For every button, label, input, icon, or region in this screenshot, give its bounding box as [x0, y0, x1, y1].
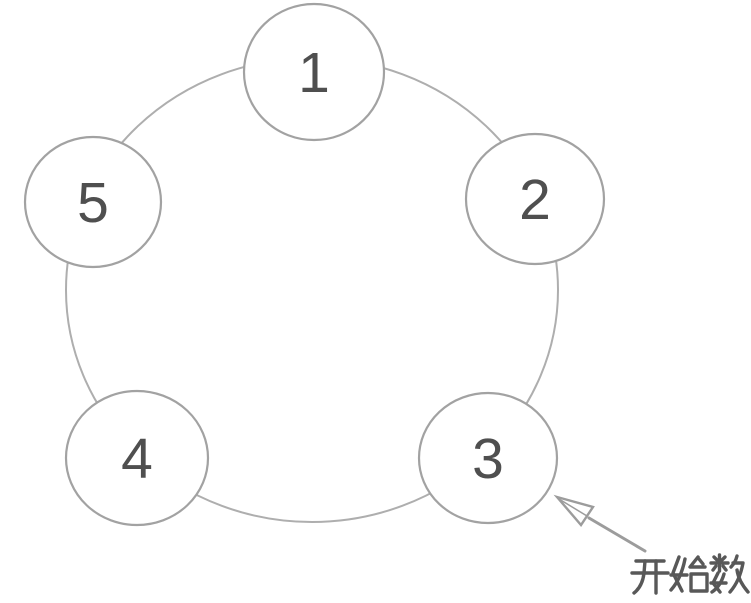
node-3: 3: [417, 391, 559, 525]
glyph-shu: [709, 553, 750, 594]
node-4-circle: [64, 389, 210, 527]
node-1-label: 1: [298, 41, 330, 105]
node-4: 4: [64, 389, 210, 527]
node-2-circle: [464, 132, 606, 266]
node-3-circle: [417, 391, 559, 525]
node-5: 5: [23, 135, 163, 269]
start-label-glyphs: [630, 553, 750, 595]
node-5-circle: [23, 135, 163, 269]
glyph-shi: [669, 555, 709, 593]
node-5-label: 5: [77, 171, 109, 235]
arrow-shaft: [587, 516, 647, 553]
start-pointer-arrow: [553, 494, 647, 553]
node-1: 1: [242, 2, 386, 142]
node-3-label: 3: [472, 427, 504, 491]
node-2: 2: [464, 132, 606, 266]
arrow-head-midline: [558, 498, 588, 517]
node-1-circle: [242, 2, 386, 142]
start-label-text: 开始数: [630, 553, 751, 599]
node-4-label: 4: [121, 427, 153, 491]
glyph-kai: [630, 559, 670, 595]
node-2-label: 2: [519, 168, 551, 232]
